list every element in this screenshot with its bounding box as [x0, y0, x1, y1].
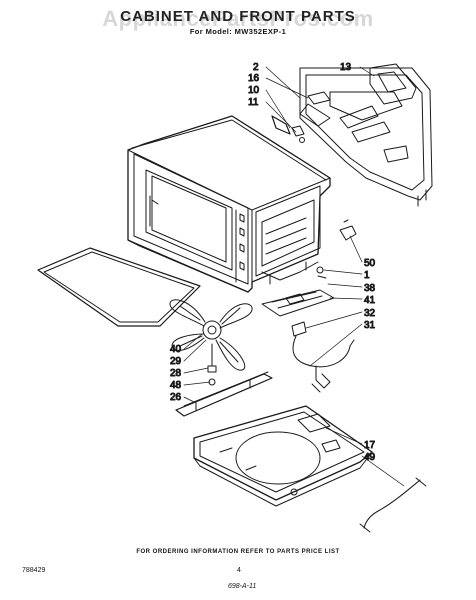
part-29-fan-blade: [169, 299, 253, 371]
callout-49: 49: [364, 452, 376, 463]
callout-29: 29: [170, 356, 182, 367]
callout-10: 10: [248, 85, 260, 96]
callout-16: 16: [248, 73, 260, 84]
callout-labels: 2 16 10 11 13 50 1 38 41 32 31 40 29 28 …: [170, 62, 377, 464]
page-number: 4: [237, 567, 241, 574]
hinge-parts: [271, 91, 331, 143]
rear-panel: [299, 67, 433, 207]
part-13-bracket: [369, 63, 417, 105]
callout-50: 50: [364, 258, 376, 269]
callout-26: 26: [170, 392, 182, 403]
title-block: CABINET AND FRONT PARTS For Model: MW352…: [0, 8, 476, 36]
callout-1: 1: [364, 270, 370, 281]
callout-40: 40: [170, 344, 182, 355]
part-40-panel: [37, 247, 201, 327]
page-title: CABINET AND FRONT PARTS: [120, 8, 356, 25]
part-32-relay: [291, 321, 307, 337]
leader-lines: [183, 66, 405, 487]
base-plate: [193, 405, 373, 507]
part-41-plate: [261, 289, 335, 317]
model-line: For Model: MW352EXP-1: [189, 27, 287, 36]
callout-38: 38: [364, 283, 376, 294]
part-31-power-cord: [292, 335, 355, 393]
callout-32: 32: [364, 308, 376, 319]
revision-code: 698-A-11: [228, 583, 257, 590]
callout-17: 17: [364, 440, 376, 451]
cabinet-shell: [127, 115, 331, 293]
callout-13: 13: [340, 62, 352, 73]
ordering-note: FOR ORDERING INFORMATION REFER TO PARTS …: [136, 549, 340, 555]
part-26-bracket: [175, 371, 273, 417]
document-number: 788429: [22, 567, 46, 574]
callout-28: 28: [170, 368, 182, 379]
part-49-cable: [359, 477, 427, 533]
callout-41: 41: [364, 295, 376, 306]
callout-48: 48: [170, 380, 182, 391]
part-28-48-shaft: [207, 343, 217, 386]
part-1-38-pieces: [316, 266, 327, 279]
part-50-switch: [339, 219, 357, 241]
callout-2: 2: [253, 62, 259, 73]
callout-11: 11: [248, 97, 259, 108]
callout-31: 31: [364, 320, 376, 331]
